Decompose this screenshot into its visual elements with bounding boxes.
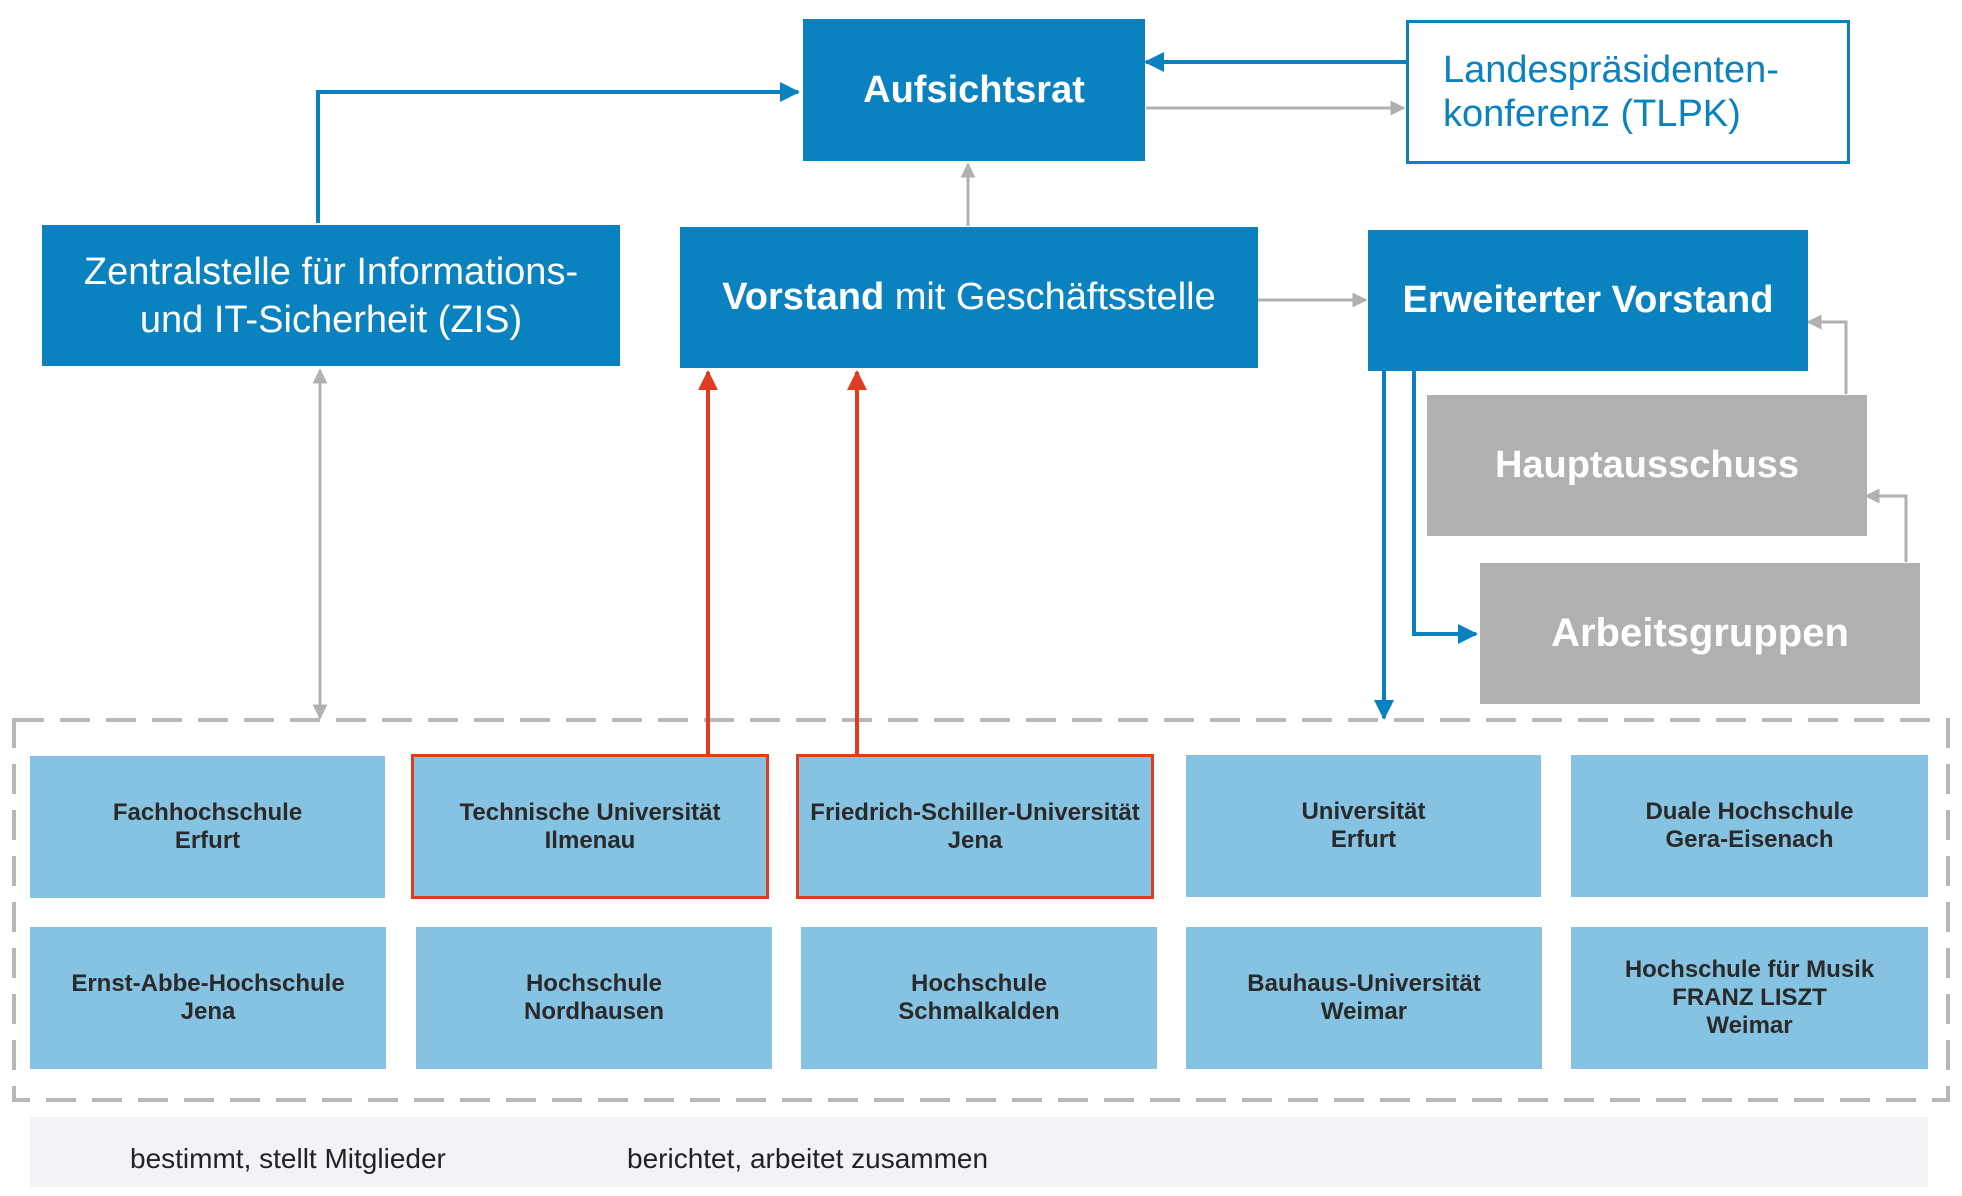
tlpk-label: Landespräsidenten- konferenz (TLPK) <box>1443 49 1779 135</box>
university-box-fh-erfurt: Fachhochschule Erfurt <box>30 756 385 898</box>
legend-determines-label: bestimmt, stellt Mitglieder <box>130 1143 446 1174</box>
university-box-hfm-weimar: Hochschule für Musik FRANZ LISZT Weimar <box>1571 927 1928 1069</box>
arrow-hauptausschuss-to-erweiterter <box>1806 314 1848 394</box>
legend-reports-label: berichtet, arbeitet zusammen <box>627 1143 989 1174</box>
hauptausschuss-label: Hauptausschuss <box>1494 444 1800 486</box>
university-label: Universität Erfurt <box>1301 798 1426 853</box>
university-label: Bauhaus-Universität Weimar <box>1247 970 1481 1025</box>
aufsichtsrat-box: Aufsichtsrat <box>803 19 1145 161</box>
vorstand-rest-label: mit Geschäftsstelle <box>884 276 1216 318</box>
university-box-hs-schmalkalden: Hochschule Schmalkalden <box>801 927 1157 1069</box>
university-label: Hochschule für Musik FRANZ LISZT Weimar <box>1624 956 1875 1039</box>
arrow-erweiterter-to-arbeitsgruppen <box>1412 370 1478 644</box>
university-label: Hochschule Schmalkalden <box>898 970 1060 1025</box>
university-label: Friedrich-Schiller-Universität Jena <box>810 798 1140 854</box>
university-label: Ernst-Abbe-Hochschule Jena <box>71 970 345 1025</box>
tlpk-box: Landespräsidenten- konferenz (TLPK) <box>1406 20 1850 164</box>
arrow-arbeitsgruppen-to-hauptausschuss <box>1864 488 1908 562</box>
university-label: Duale Hochschule Gera-Eisenach <box>1645 798 1854 853</box>
arbeitsgruppen-label: Arbeitsgruppen <box>1551 611 1849 655</box>
hauptausschuss-box: Hauptausschuss <box>1427 395 1867 536</box>
university-box-fsu-jena: Friedrich-Schiller-Universität Jena <box>796 754 1154 899</box>
university-box-hs-nordhausen: Hochschule Nordhausen <box>416 927 772 1069</box>
university-box-dh-gera-eisenach: Duale Hochschule Gera-Eisenach <box>1571 755 1928 897</box>
vorstand-bold-label: Vorstand <box>722 276 885 318</box>
university-box-uni-erfurt: Universität Erfurt <box>1186 755 1541 897</box>
vorstand-label: Vorstand mit Geschäftsstelle <box>722 276 1215 319</box>
university-label: Technische Universität Ilmenau <box>459 798 721 854</box>
legend-panel <box>30 1117 1928 1187</box>
vorstand-box: Vorstand mit Geschäftsstelle <box>680 227 1258 368</box>
university-box-bauhaus-weimar: Bauhaus-Universität Weimar <box>1186 927 1542 1069</box>
zis-box: Zentralstelle für Informations- und IT-S… <box>42 225 620 366</box>
arbeitsgruppen-box: Arbeitsgruppen <box>1480 563 1920 704</box>
arrow-zis-to-aufsichtsrat <box>316 82 800 223</box>
erweiterter-vorstand-box: Erweiterter Vorstand <box>1368 230 1808 371</box>
university-box-tu-ilmenau: Technische Universität Ilmenau <box>411 754 769 899</box>
universities-group-frame <box>12 718 1950 1102</box>
university-box-eah-jena: Ernst-Abbe-Hochschule Jena <box>30 927 386 1069</box>
erweiterter-vorstand-label: Erweiterter Vorstand <box>1402 279 1774 321</box>
aufsichtsrat-label: Aufsichtsrat <box>863 68 1085 111</box>
zis-label: Zentralstelle für Informations- und IT-S… <box>83 250 579 341</box>
university-label: Fachhochschule Erfurt <box>112 799 303 854</box>
university-label: Hochschule Nordhausen <box>523 970 664 1025</box>
